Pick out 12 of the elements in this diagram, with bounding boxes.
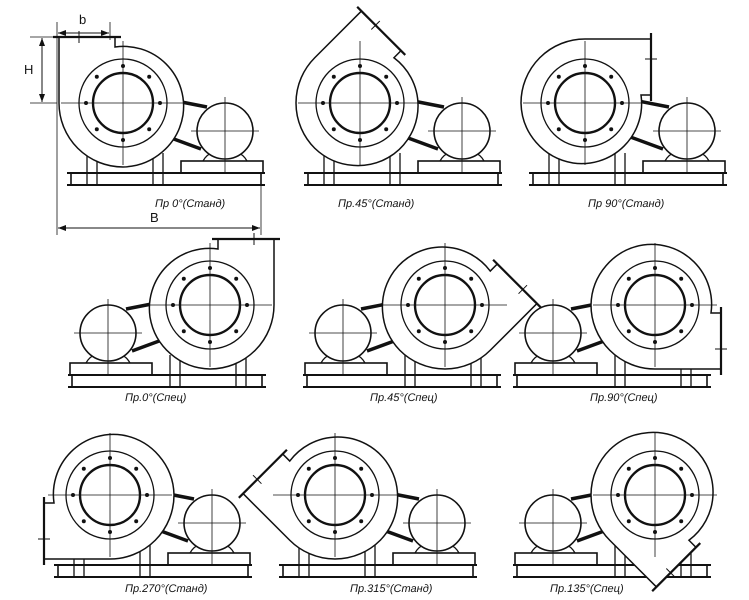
orientation-caption: Пр 90°(Станд) [588, 198, 664, 210]
orientation-caption: Пр.0°(Спец) [125, 392, 186, 404]
orientation-caption: Пр 0°(Станд) [155, 198, 226, 210]
orientation-caption: Пр.135°(Спец) [550, 583, 624, 595]
dimension-label: H [24, 62, 34, 77]
orientation-caption: Пр.90°(Спец) [590, 392, 658, 404]
orientation-caption: Пр.45°(Станд) [338, 198, 414, 210]
dimension-label: B [150, 210, 159, 225]
orientation-caption: Пр.270°(Станд) [125, 583, 208, 595]
orientation-caption: Пр.315°(Станд) [350, 583, 432, 595]
orientation-caption: Пр.45°(Спец) [370, 392, 438, 404]
dimension-label: b [79, 12, 86, 27]
